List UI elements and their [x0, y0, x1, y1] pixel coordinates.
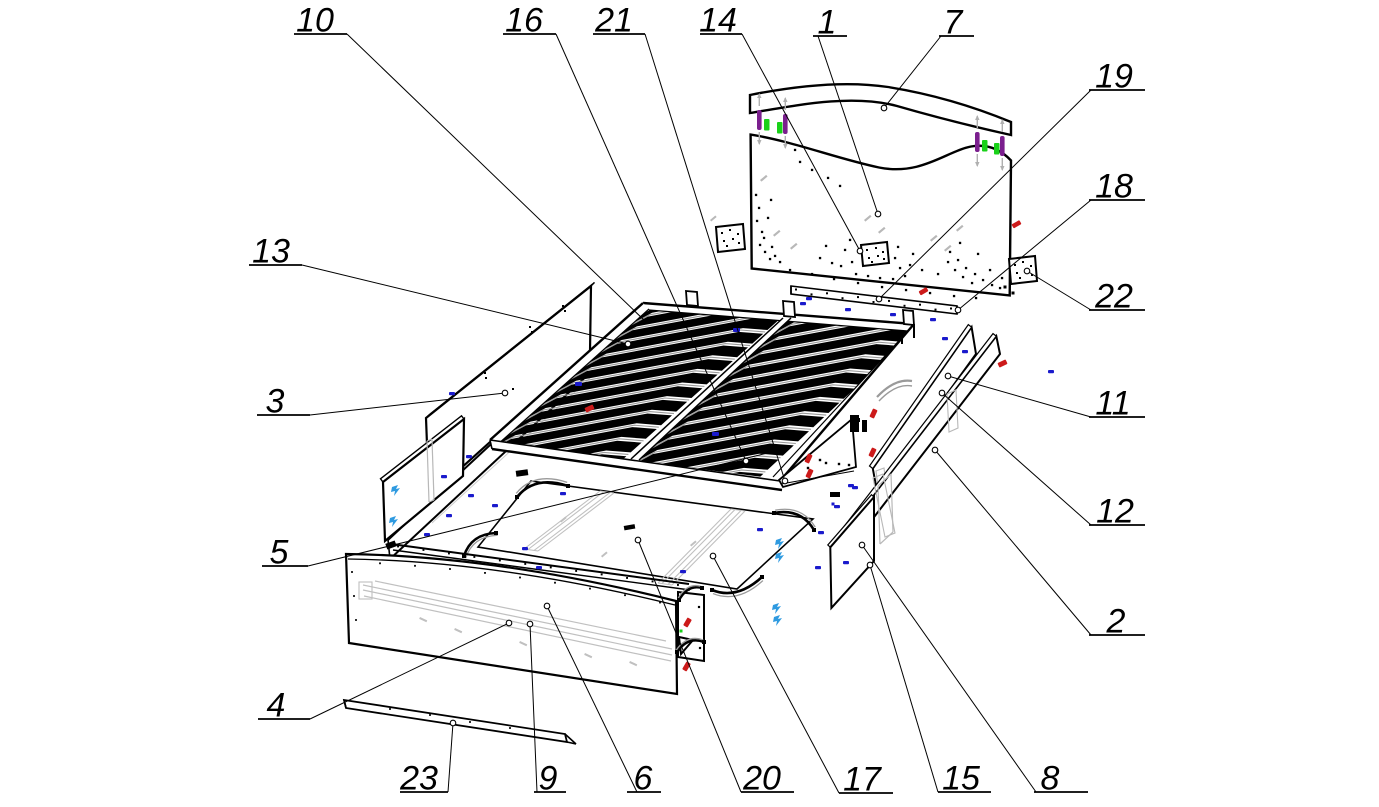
svg-text:1: 1 — [818, 4, 837, 42]
svg-text:21: 21 — [594, 2, 633, 40]
svg-text:18: 18 — [1095, 168, 1133, 206]
svg-text:14: 14 — [699, 2, 737, 40]
svg-text:19: 19 — [1095, 58, 1133, 96]
svg-text:15: 15 — [942, 760, 980, 798]
svg-text:11: 11 — [1095, 385, 1130, 423]
svg-text:13: 13 — [252, 233, 290, 271]
svg-text:6: 6 — [634, 760, 653, 798]
svg-text:9: 9 — [539, 760, 558, 798]
svg-text:4: 4 — [267, 687, 286, 725]
svg-text:23: 23 — [399, 760, 438, 798]
svg-text:3: 3 — [266, 383, 285, 421]
svg-text:17: 17 — [843, 761, 882, 799]
svg-text:12: 12 — [1096, 493, 1134, 531]
svg-text:5: 5 — [270, 534, 289, 572]
svg-text:22: 22 — [1094, 278, 1133, 316]
svg-text:2: 2 — [1106, 603, 1126, 641]
svg-text:10: 10 — [296, 2, 334, 40]
svg-text:16: 16 — [505, 2, 543, 40]
svg-text:20: 20 — [742, 760, 781, 798]
svg-text:7: 7 — [944, 4, 964, 42]
svg-text:8: 8 — [1041, 760, 1060, 798]
